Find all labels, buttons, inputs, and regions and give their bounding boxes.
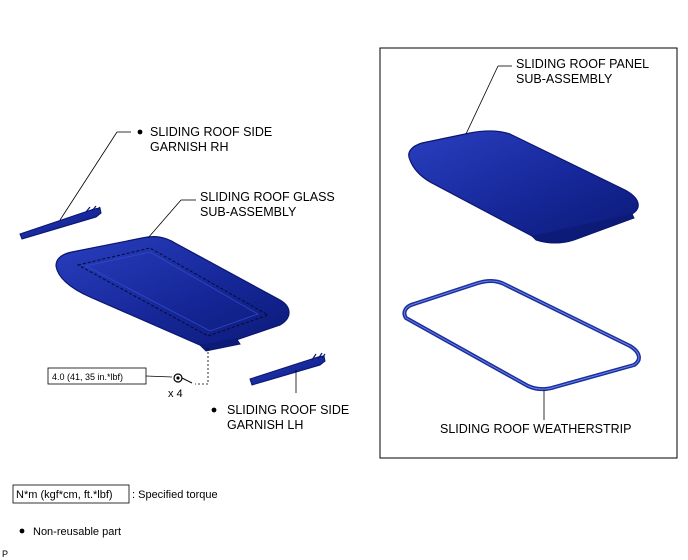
legend-torque-box bbox=[12, 484, 130, 504]
leader-garnish-rh bbox=[59, 131, 118, 221]
legend-non-reusable-label: Non-reusable part bbox=[33, 526, 121, 538]
label-panel-line1: SLIDING ROOF PANEL bbox=[516, 57, 649, 71]
bolt-count: x 4 bbox=[168, 388, 183, 400]
label-panel-line2: SUB-ASSEMBLY bbox=[516, 72, 613, 86]
legend-torque-units: N*m (kgf*cm, ft.*lbf) bbox=[16, 489, 113, 501]
label-glass-line1: SLIDING ROOF GLASS bbox=[200, 190, 335, 204]
label-garnish-rh-line1: SLIDING ROOF SIDE bbox=[150, 125, 272, 139]
torque-leader bbox=[145, 375, 173, 378]
non-reusable-marker-lh bbox=[211, 407, 217, 413]
side-garnish-rh-part bbox=[19, 205, 102, 240]
legend-non-reusable-dot bbox=[19, 528, 25, 534]
label-weatherstrip: SLIDING ROOF WEATHERSTRIP bbox=[440, 422, 631, 436]
bolt-icon bbox=[173, 373, 193, 384]
footer-mark: P bbox=[2, 549, 8, 559]
torque-value: 4.0 (41, 35 in.*lbf) bbox=[52, 372, 123, 382]
label-garnish-lh-line1: SLIDING ROOF SIDE bbox=[227, 403, 349, 417]
leader-panel bbox=[465, 65, 499, 135]
non-reusable-marker-rh bbox=[137, 129, 143, 135]
panel-subassembly-part bbox=[408, 130, 639, 244]
inset-frame bbox=[379, 47, 678, 459]
label-glass-line2: SUB-ASSEMBLY bbox=[200, 205, 297, 219]
label-garnish-rh-line2: GARNISH RH bbox=[150, 140, 228, 154]
weatherstrip-part bbox=[402, 278, 641, 392]
leader-glass bbox=[147, 199, 182, 239]
label-garnish-lh-line2: GARNISH LH bbox=[227, 418, 303, 432]
bolt-dashed-leader bbox=[195, 348, 209, 385]
side-garnish-lh-part bbox=[249, 352, 326, 386]
legend-torque-desc: : Specified torque bbox=[132, 489, 218, 501]
glass-subassembly-part bbox=[55, 236, 290, 352]
